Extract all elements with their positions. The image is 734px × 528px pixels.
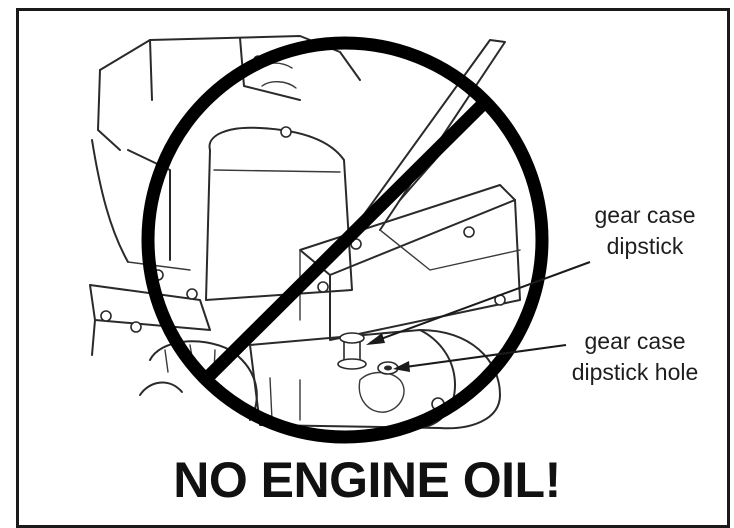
machine-line-art	[89, 35, 521, 430]
arrowhead-icon	[366, 333, 385, 345]
warning-caption: NO ENGINE OIL!	[173, 452, 561, 508]
gear-case-dipstick-hole-label: gear case dipstick hole	[571, 328, 699, 385]
arrowhead-icon	[393, 361, 410, 372]
callout-leaders	[366, 261, 591, 372]
prohibition-symbol	[141, 36, 549, 444]
gear-case-dipstick-label: gear case dipstick	[594, 202, 696, 259]
